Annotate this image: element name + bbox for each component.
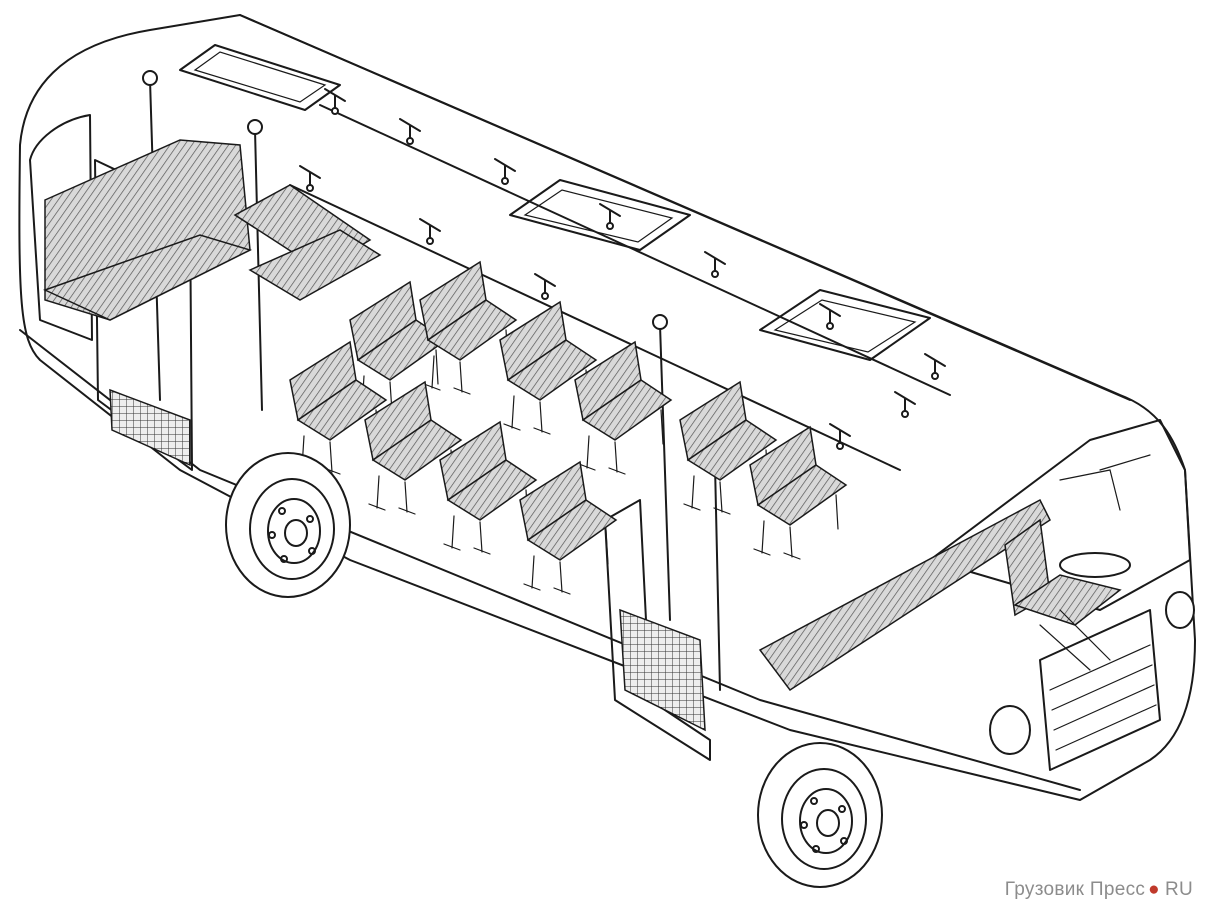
driver-seat-icon (1005, 520, 1130, 670)
watermark-dot-icon: ● (1148, 879, 1160, 900)
watermark-domain: RU (1164, 879, 1193, 900)
roof-hatch-icon (180, 45, 930, 360)
watermark: Грузовик Пресс●RU (1005, 879, 1193, 901)
bus-body-icon (19, 15, 1195, 800)
watermark-name: Грузовик Пресс (1004, 879, 1146, 900)
passenger-seat-icon (45, 140, 1050, 690)
